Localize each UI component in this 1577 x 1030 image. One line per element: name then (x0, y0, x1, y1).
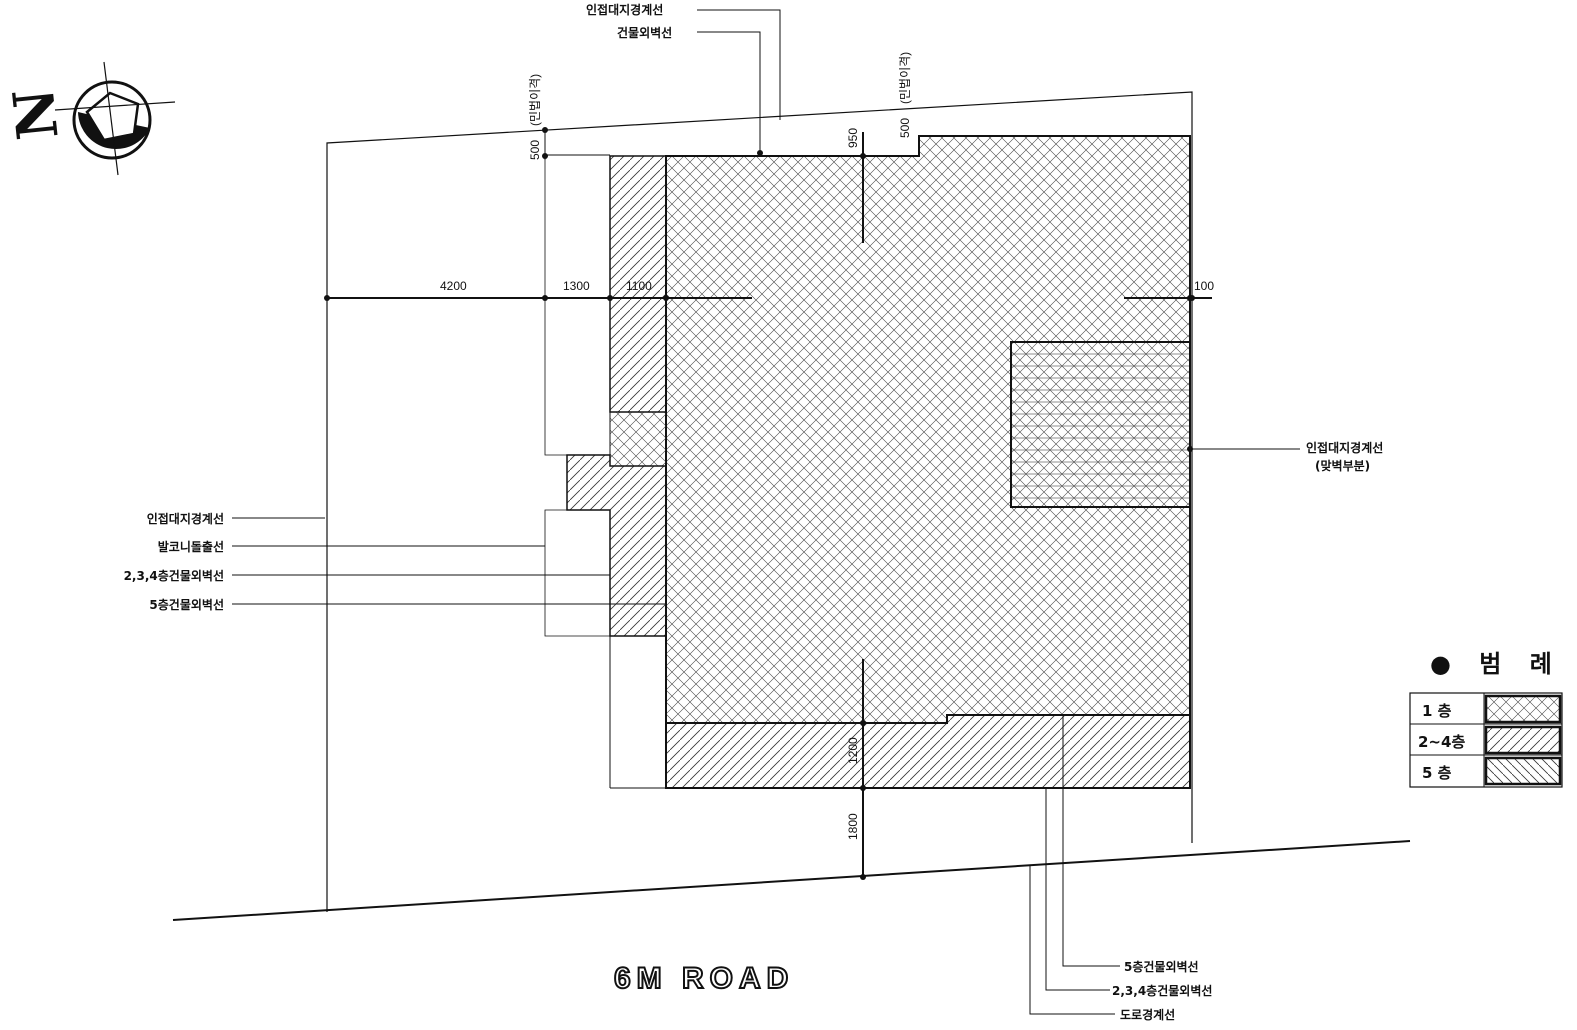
floor-5-area (1010, 341, 1191, 508)
legend: ● 범 례 1 층 2~4층 5 층 (1409, 650, 1563, 788)
left-callout-floors-2-4: 2,3,4층건물외벽선 (124, 568, 224, 583)
bottom-callout-leaders (1029, 715, 1120, 1015)
dim-500-left: 500 (528, 140, 542, 160)
bottom-callout-road-boundary: 도로경계선 (1120, 1007, 1175, 1022)
north-label: N (1, 85, 72, 143)
left-callout-adjacent-boundary: 인접대지경계선 (147, 511, 224, 526)
legend-swatch-floor-1 (1484, 694, 1562, 724)
dim-1100: 1100 (626, 279, 652, 293)
top-callout-leaders (697, 9, 781, 153)
dim-950: 950 (846, 128, 860, 148)
dim-4200: 4200 (440, 279, 467, 293)
legend-label-floor-5: 5 층 (1422, 764, 1452, 782)
legend-label-floor-2-4: 2~4층 (1418, 733, 1465, 751)
bottom-callout-floor-5: 5층건물외벽선 (1124, 959, 1199, 974)
legend-title: ● 범 례 (1430, 650, 1562, 678)
bottom-callout-floors-2-4: 2,3,4층건물외벽선 (1112, 983, 1212, 998)
dim-1800: 1800 (846, 813, 860, 840)
balcony-projection (566, 454, 667, 637)
floor-1-west-area (609, 411, 667, 467)
dim-500-top: 500 (898, 118, 912, 138)
legend-swatch-floor-2-4 (1484, 725, 1562, 755)
dim-1300: 1300 (563, 279, 590, 293)
dim-note-top: (민법이격) (898, 52, 912, 104)
building-footprint (544, 135, 1191, 789)
dim-100: 100 (1194, 279, 1214, 293)
legend-label-floor-1: 1 층 (1422, 702, 1452, 720)
dim-note-left: (민법이격) (528, 74, 542, 126)
dimension-dots (324, 127, 1195, 880)
floor-2-4-south-strip (665, 714, 1191, 789)
road-label: 6M ROAD (614, 962, 794, 995)
left-callout-floor-5: 5층건물외벽선 (149, 597, 224, 612)
left-callout-balcony: 발코니돌출선 (158, 539, 224, 554)
legend-swatch-floor-5 (1484, 756, 1562, 786)
top-callout-adjacent-boundary: 인접대지경계선 (586, 2, 663, 17)
right-callout-line1: 인접대지경계선 (1306, 440, 1383, 455)
top-callout-building-wall: 건물외벽선 (617, 25, 672, 40)
right-callout-line2: (맞벽부분) (1315, 458, 1370, 473)
north-arrow: N (1, 61, 176, 176)
dim-1200: 1200 (846, 737, 860, 764)
left-callout-leaders (232, 517, 666, 605)
dimension-lines (325, 130, 1212, 877)
